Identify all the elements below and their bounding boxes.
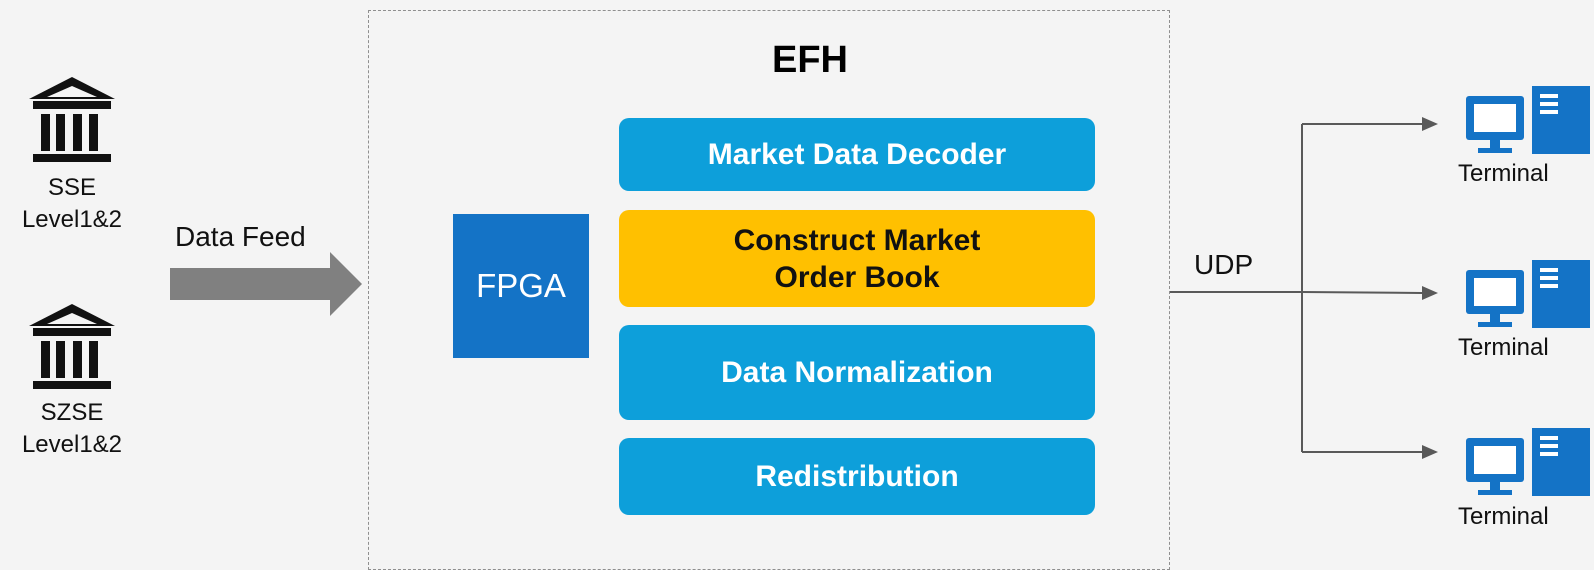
desktop-computer-icon xyxy=(1466,422,1590,504)
connector-arrowhead-1 xyxy=(1422,117,1438,131)
exchange-name: SZSE xyxy=(40,399,104,426)
fpga-label: FPGA xyxy=(476,267,566,304)
module-redistribution: Redistribution xyxy=(619,438,1095,515)
exchange-label-szse: SZSE Level1&2 xyxy=(2,397,142,461)
exchange-name: SSE xyxy=(47,174,97,201)
connector-arrowhead-2 xyxy=(1422,286,1438,300)
arrow-right-icon xyxy=(170,252,362,316)
desktop-computer-icon xyxy=(1466,80,1590,162)
exchange-level: Level1&2 xyxy=(21,431,123,458)
terminal-label-2: Terminal xyxy=(1458,334,1549,361)
connector-branch-2 xyxy=(1301,291,1423,294)
data-feed-label: Data Feed xyxy=(175,221,306,252)
module-label: Data Normalization xyxy=(721,356,993,389)
module-label: Construct Market Order Book xyxy=(733,223,981,294)
terminal-label-1: Terminal xyxy=(1458,160,1549,187)
exchange-level: Level1&2 xyxy=(21,206,123,233)
module-data-normalization: Data Normalization xyxy=(619,325,1095,420)
desktop-computer-icon xyxy=(1466,254,1590,336)
connector-arrowhead-3 xyxy=(1422,445,1438,459)
module-label: Redistribution xyxy=(755,460,959,493)
udp-label: UDP xyxy=(1194,249,1254,280)
exchange-label-sse: SSE Level1&2 xyxy=(2,172,142,236)
fpga-block: FPGA xyxy=(453,214,589,358)
efh-title: EFH xyxy=(772,39,848,81)
module-market-data-decoder: Market Data Decoder xyxy=(619,118,1095,191)
udp-connector-lines xyxy=(1170,117,1438,459)
bank-building-icon xyxy=(27,302,117,392)
bank-building-icon xyxy=(27,75,117,165)
module-construct-order-book: Construct Market Order Book xyxy=(619,210,1095,307)
terminal-label-3: Terminal xyxy=(1458,503,1549,530)
module-label: Market Data Decoder xyxy=(707,138,1007,171)
